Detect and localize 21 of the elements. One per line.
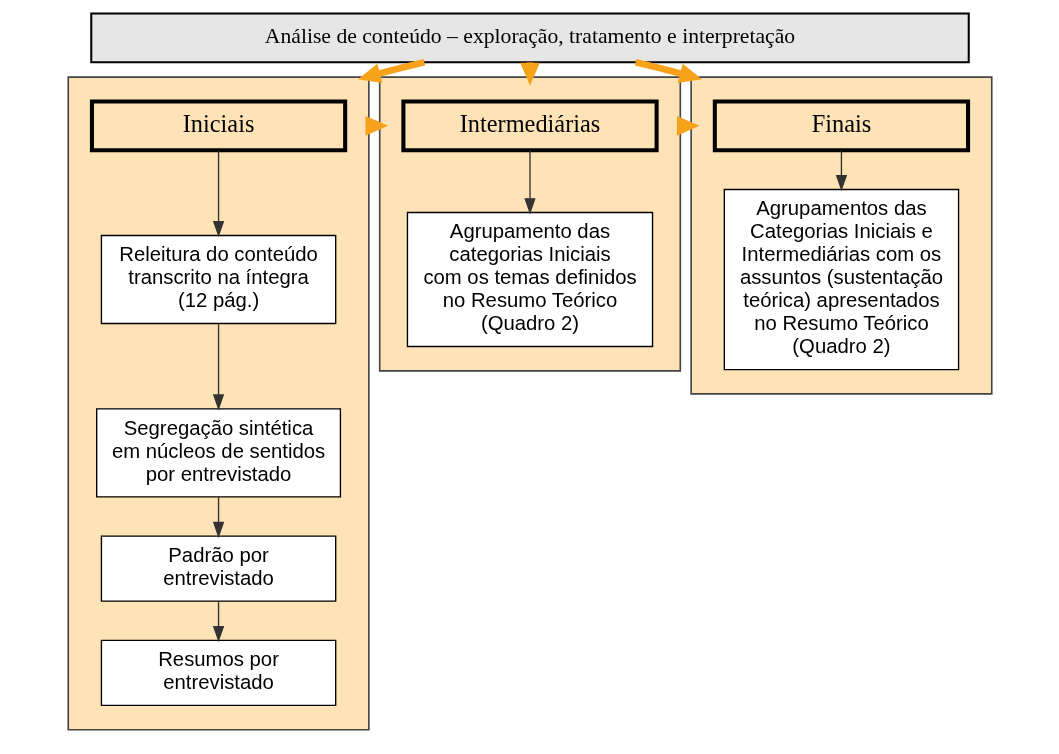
node-box: Iniciais bbox=[89, 99, 347, 153]
node-box: Agrupamento das categorias Iniciais com os temas definidos no Resumo Teórico (Quadro 2) bbox=[406, 211, 653, 348]
node-box: Releitura do conteúdo transcrito na íntegra (12 pág.) bbox=[100, 234, 336, 325]
arrow bbox=[212, 150, 224, 238]
arrow bbox=[634, 58, 702, 83]
arrow bbox=[357, 58, 425, 83]
arrow bbox=[212, 496, 224, 539]
arrow bbox=[212, 600, 224, 643]
cluster bbox=[689, 76, 993, 395]
node-box: Intermediárias bbox=[400, 99, 659, 153]
arrow bbox=[835, 150, 847, 192]
node-box: Resumos por entrevistado bbox=[100, 639, 336, 707]
cluster bbox=[66, 76, 370, 731]
node-box: Padrão por entrevistado bbox=[100, 535, 336, 602]
arrow bbox=[523, 150, 536, 215]
arrow bbox=[212, 323, 224, 411]
cluster bbox=[378, 76, 681, 372]
node-box: Agrupamentos das Categorias Iniciais e Intermediárias com os assuntos (sustentação teórica) apresentados no Resumo Teórico (Quadro 2) bbox=[723, 188, 959, 371]
node-box: Segregação sintética em núcleos de sentidos por entrevistado bbox=[95, 408, 341, 498]
arrow bbox=[364, 115, 388, 136]
node-box: Finais bbox=[712, 99, 970, 153]
